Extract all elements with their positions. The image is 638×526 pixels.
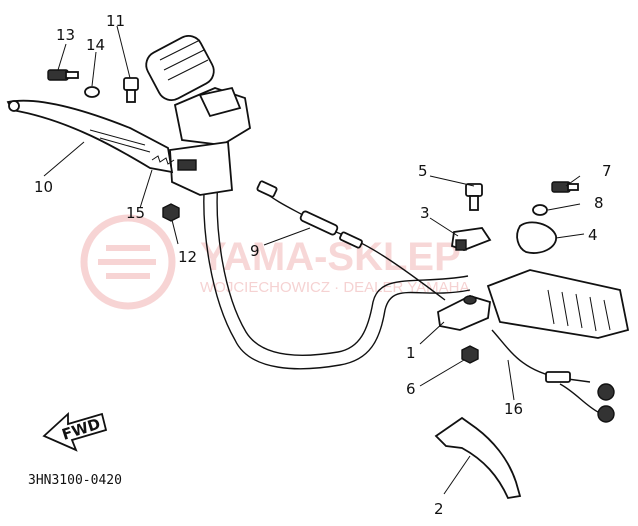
bolt-7 [551, 181, 579, 193]
callout-3: 3 [420, 204, 430, 222]
drawing-code: 3HN3100-0420 [28, 473, 122, 488]
switch-cable [256, 180, 446, 301]
callout-13: 13 [56, 26, 75, 44]
callout-16: 16 [504, 400, 523, 418]
nut-6 [461, 345, 479, 364]
callout-2: 2 [434, 500, 444, 518]
callout-6: 6 [406, 380, 416, 398]
bolt-11 [123, 77, 139, 103]
master-cylinder [169, 86, 251, 196]
right-grip [486, 269, 630, 339]
callout-9: 9 [250, 242, 260, 260]
callouts: 1 2 3 4 5 6 7 8 9 10 11 12 13 14 15 16 [34, 12, 612, 518]
washer-14 [84, 86, 100, 98]
callout-8: 8 [594, 194, 604, 212]
front-brake-lever [6, 99, 174, 174]
clamp-4 [516, 221, 557, 254]
bolt-13 [47, 69, 79, 81]
handlebar [203, 174, 471, 370]
lever-holder [437, 295, 491, 331]
bracket-3 [451, 227, 492, 251]
left-grip [145, 34, 215, 102]
leader-lines [43, 25, 585, 495]
nut-12 [162, 203, 180, 222]
throttle-cable [491, 329, 615, 423]
washer-8 [532, 204, 548, 216]
watermark: YAMA-SKLEP WOJCIECHOWICZ · DEALER YAMAHA [80, 214, 469, 310]
watermark-logo [80, 214, 176, 310]
callout-12: 12 [178, 248, 197, 266]
clutch-lever [434, 416, 522, 500]
callout-14: 14 [86, 36, 105, 54]
forward-arrow: FWD [42, 411, 108, 452]
callout-11: 11 [106, 12, 125, 30]
callout-4: 4 [588, 226, 598, 244]
callout-15: 15 [126, 204, 145, 222]
callout-7: 7 [602, 162, 612, 180]
spring-15 [151, 155, 175, 165]
callout-5: 5 [418, 162, 428, 180]
watermark-subline: WOJCIECHOWICZ · DEALER YAMAHA [200, 279, 469, 296]
watermark-brand: YAMA-SKLEP [200, 235, 461, 279]
callout-10: 10 [34, 178, 53, 196]
bolt-5 [465, 183, 483, 211]
callout-1: 1 [406, 344, 416, 362]
